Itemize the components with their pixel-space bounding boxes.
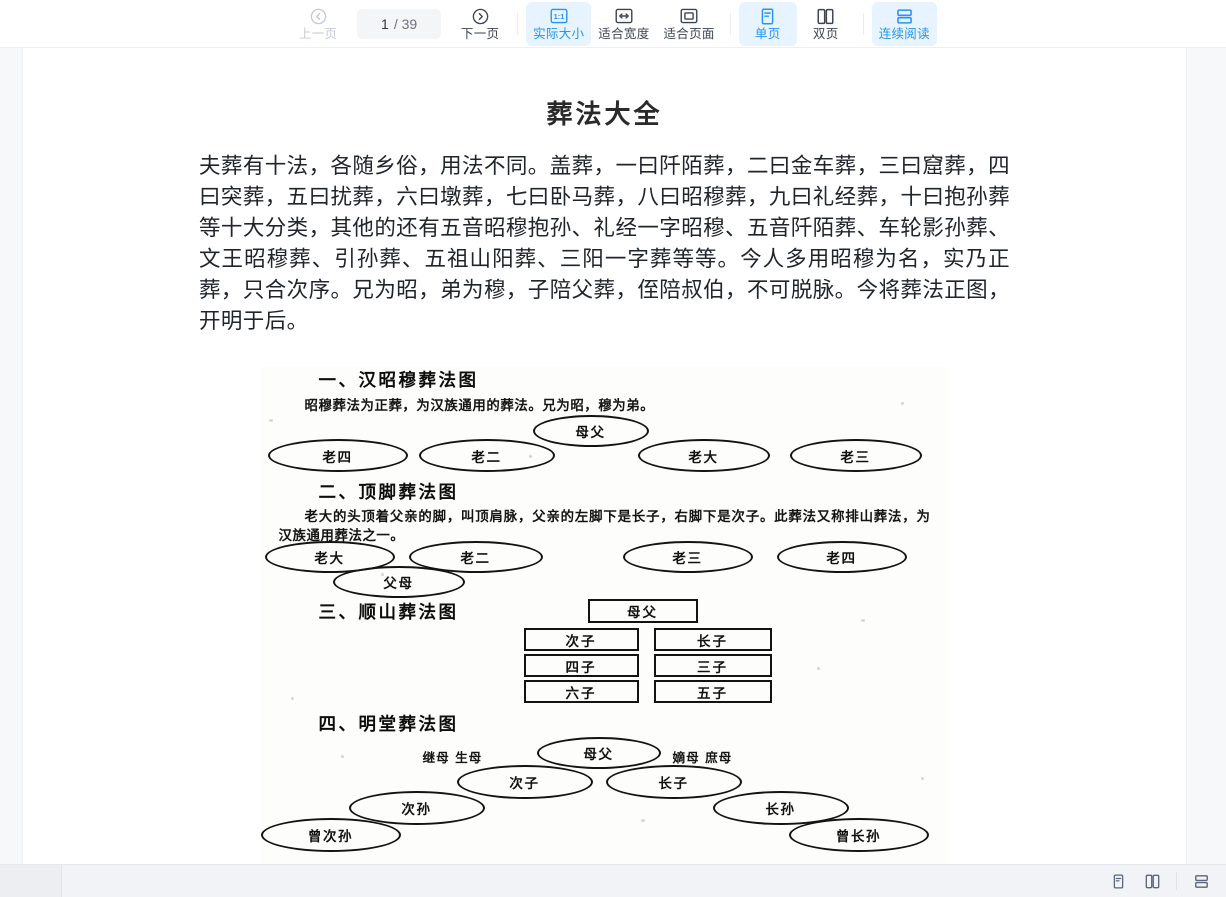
fit-page-button[interactable]: 适合页面 (657, 2, 722, 46)
continuous-scroll-button[interactable]: 连续阅读 (871, 1, 937, 46)
node-cizi-s4: 次子 (456, 765, 593, 799)
actual-size-label: 实际大小 (533, 27, 585, 41)
node-zhangsun-s4: 长孙 (712, 791, 849, 825)
node-laoer-s2: 老二 (408, 541, 543, 573)
chevron-left-circle-icon (309, 6, 328, 26)
scan-speckle (640, 819, 645, 822)
next-page-button[interactable]: 下一页 (451, 2, 509, 46)
fit-width-label: 适合宽度 (598, 27, 650, 41)
node-laosi-s2: 老四 (776, 541, 907, 573)
node-zengcisun-s4: 曾次孙 (260, 818, 401, 852)
page-title: 葬法大全 (546, 100, 663, 130)
chevron-right-circle-icon (471, 6, 490, 26)
figure-section-1: 一、汉昭穆葬法图 昭穆葬法为正葬，为汉族通用的葬法。兄为昭，穆为弟。 母父 老四… (261, 367, 949, 475)
prev-page-label: 上一页 (298, 27, 338, 41)
single-page-icon (759, 6, 776, 26)
node-laosan-s1: 老三 (789, 439, 922, 472)
fit-page-icon (679, 6, 699, 26)
node-zhangzi-s3: 长子 (653, 628, 772, 651)
double-page-button[interactable]: 双页 (797, 2, 855, 46)
node-cizi-s3: 次子 (523, 628, 639, 651)
pdf-viewer-area[interactable]: 葬法大全 夫葬有十法，各随乡俗，用法不同。盖葬，一曰阡陌葬，二曰金车葬，三曰窟葬… (0, 48, 1226, 864)
node-zhangzi-s4: 长子 (605, 765, 742, 799)
double-page-icon[interactable] (1137, 868, 1167, 894)
node-fumu-s4: 母父 (536, 737, 661, 769)
scan-speckle (290, 697, 294, 700)
status-bar (0, 864, 1226, 897)
fit-width-button[interactable]: 适合宽度 (591, 2, 656, 46)
scanned-figure: 一、汉昭穆葬法图 昭穆葬法为正葬，为汉族通用的葬法。兄为昭，穆为弟。 母父 老四… (260, 367, 949, 864)
figure-section-3-heading: 三、顺山葬法图 (318, 603, 459, 623)
figure-section-4: 四、明堂葬法图 继母 生母 母父 嫡母 庶母 次子 长子 次孙 长孙 曾次孙 曾… (260, 711, 949, 855)
toolbar-divider-2 (729, 12, 731, 35)
figure-section-2: 二、顶脚葬法图 老大的头顶着父亲的脚，叫顶肩脉，父亲的左脚下是长子，右脚下是次子… (261, 479, 949, 598)
scan-speckle (860, 619, 865, 622)
page-nav-group: 上一页 1 / 39 下一页 (289, 2, 509, 46)
label-jimu-shengmu: 继母 生母 (422, 750, 483, 765)
current-page-value[interactable]: 1 (381, 15, 389, 32)
single-page-label: 单页 (754, 27, 781, 41)
figure-section-2-heading: 二、顶脚葬法图 (318, 483, 459, 503)
node-laoda-s1: 老大 (637, 439, 770, 472)
continuous-scroll-icon (895, 6, 914, 26)
continuous-scroll-icon[interactable] (1186, 868, 1216, 894)
single-page-icon[interactable] (1103, 868, 1133, 894)
top-toolbar: 上一页 1 / 39 下一页 1:1 实际大小 (0, 0, 1226, 48)
scan-speckle (900, 402, 904, 405)
status-bar-divider (1176, 872, 1177, 890)
node-wuzi-s3: 五子 (653, 680, 772, 703)
continuous-scroll-label: 连续阅读 (878, 27, 930, 41)
toolbar-divider-1 (517, 12, 519, 35)
zoom-mode-group: 1:1 实际大小 适合宽度 (526, 1, 722, 46)
scan-speckle (340, 755, 344, 758)
document-paragraph: 夫葬有十法，各随乡俗，用法不同。盖葬，一曰阡陌葬，二曰金车葬，三曰窟葬，四曰突葬… (199, 154, 1010, 334)
double-page-icon (816, 6, 835, 26)
figure-section-4-heading: 四、明堂葬法图 (318, 715, 459, 735)
actual-size-button[interactable]: 1:1 实际大小 (526, 1, 592, 46)
node-cisun-s4: 次孙 (348, 791, 485, 825)
fit-page-label: 适合页面 (663, 27, 715, 41)
svg-text:1:1: 1:1 (553, 12, 564, 21)
node-zengzhangsun-s4: 曾长孙 (788, 818, 929, 852)
node-fumu-s2: 父母 (332, 566, 465, 598)
layout-mode-group: 单页 双页 (738, 1, 855, 46)
scan-speckle (816, 667, 820, 670)
next-page-label: 下一页 (460, 27, 500, 41)
node-sizi-s3: 四子 (523, 654, 639, 677)
page-indicator[interactable]: 1 / 39 (357, 8, 442, 39)
figure-section-1-heading: 一、汉昭穆葬法图 (318, 371, 479, 391)
scan-speckle (268, 419, 273, 422)
label-dimu-shumu: 嫡母 庶母 (672, 750, 733, 765)
node-fumu-s1: 母父 (532, 415, 649, 447)
node-fumu-s3: 母父 (587, 599, 698, 623)
ratio-1-1-icon: 1:1 (549, 6, 569, 26)
figure-section-2-description: 老大的头顶着父亲的脚，叫顶肩脉，父亲的左脚下是长子，右脚下是次子。此葬法又称排山… (278, 510, 931, 544)
status-bar-view-controls (1103, 868, 1226, 894)
prev-page-button[interactable]: 上一页 (289, 2, 347, 46)
figure-section-3: 三、顺山葬法图 母父 次子 长子 四子 三子 六子 五子 (261, 599, 949, 703)
fit-width-icon (614, 6, 634, 26)
total-pages-value: / 39 (393, 15, 418, 32)
figure-section-1-description: 昭穆葬法为正葬，为汉族通用的葬法。兄为昭，穆为弟。 (304, 399, 655, 414)
node-sanzi-s3: 三子 (653, 654, 772, 677)
double-page-label: 双页 (812, 27, 839, 41)
node-laoer-s1: 老二 (418, 439, 555, 472)
single-page-button[interactable]: 单页 (738, 1, 797, 46)
node-laosan-s2: 老三 (622, 541, 753, 573)
toolbar-divider-3 (862, 12, 864, 35)
node-laoda-s2: 老大 (264, 541, 395, 573)
node-liuzi-s3: 六子 (523, 680, 639, 703)
scan-speckle (920, 777, 924, 780)
pdf-page-1: 葬法大全 夫葬有十法，各随乡俗，用法不同。盖葬，一曰阡陌葬，二曰金车葬，三曰窟葬… (22, 48, 1187, 864)
status-bar-tab[interactable] (0, 865, 62, 897)
node-laosi-s1: 老四 (267, 439, 408, 472)
